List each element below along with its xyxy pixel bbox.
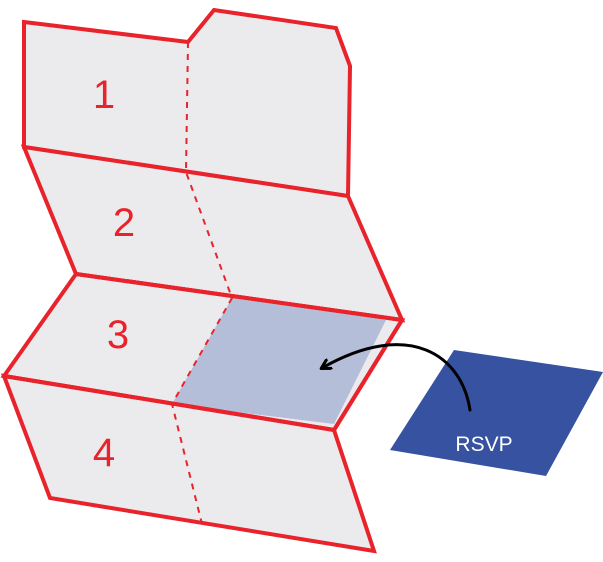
panel-2-3-fold-line: [75, 272, 403, 322]
center-fold-dashed-line: [170, 41, 234, 525]
panel-number-4: 4: [93, 431, 115, 475]
panel-number-1: 1: [93, 73, 115, 117]
panel-3-edge: [3, 318, 404, 433]
rsvp-pocket: [172, 298, 386, 424]
insert-arrow: [322, 343, 472, 412]
panel-number-3: 3: [107, 313, 129, 357]
panel-number-2: 2: [113, 201, 135, 245]
rsvp-card-label: RSVP: [455, 433, 512, 456]
rsvp-card: [390, 350, 603, 476]
